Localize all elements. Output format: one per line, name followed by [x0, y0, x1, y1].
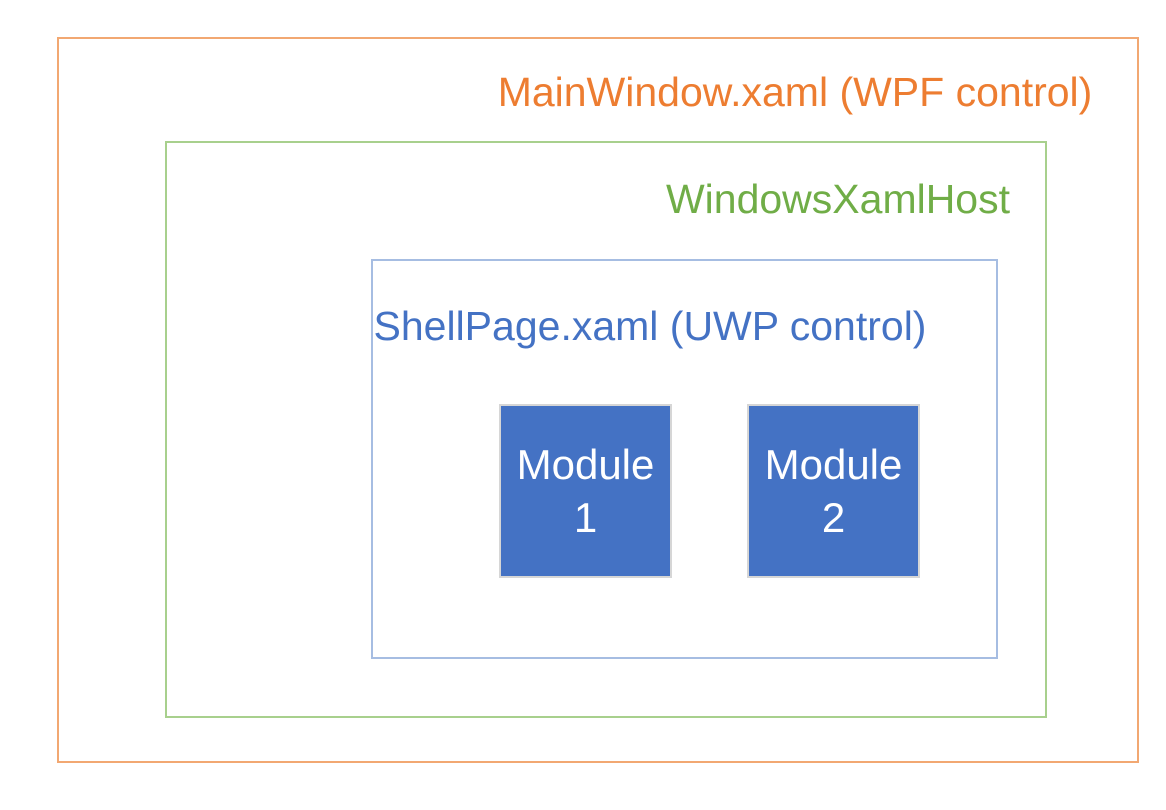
module-2-label-line1: Module — [764, 441, 903, 488]
module-1-label-line1: Module — [516, 441, 655, 488]
module-2-label-line2: 2 — [821, 494, 846, 541]
windowsxamlhost-label: WindowsXamlHost — [665, 176, 1011, 222]
shellpage-label: ShellPage.xaml (UWP control) — [373, 303, 927, 349]
mainwindow-wpf-box: MainWindow.xaml (WPF control) WindowsXam… — [57, 37, 1139, 763]
shellpage-uwp-box: ShellPage.xaml (UWP control) Module 1 Mo… — [371, 259, 998, 659]
mainwindow-label: MainWindow.xaml (WPF control) — [497, 69, 1093, 115]
windowsxamlhost-box: WindowsXamlHost ShellPage.xaml (UWP cont… — [165, 141, 1047, 718]
module-2-box: Module 2 — [747, 404, 920, 578]
module-1-box: Module 1 — [499, 404, 672, 578]
module-1-label-line2: 1 — [573, 494, 598, 541]
